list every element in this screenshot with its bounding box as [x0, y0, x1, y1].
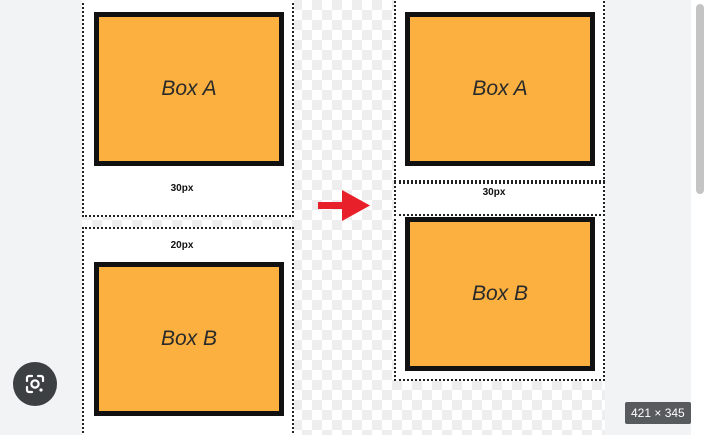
box-b-collapsed: Box B: [405, 217, 595, 371]
scrollbar-track[interactable]: [691, 0, 710, 435]
box-b-collapsed-label: Box B: [471, 282, 529, 305]
box-a: Box A: [94, 12, 284, 166]
right-arrow-icon: [318, 190, 370, 221]
box-a-margin-region: Box A 30px: [82, 0, 294, 217]
collapsed-margin-label: 30px: [482, 187, 506, 198]
image-preview: Box A 30px 20px Box B Box A 30px Box B: [82, 0, 605, 435]
image-size-badge: 421 × 345: [625, 402, 691, 424]
box-b-margin-region: 20px Box B: [82, 227, 294, 435]
box-a-collapsed-label: Box A: [472, 77, 528, 100]
box-b-label: Box B: [160, 327, 218, 350]
collapsed-margin-region: 30px: [394, 182, 605, 216]
box-a-label: Box A: [161, 77, 217, 100]
google-lens-icon: [25, 374, 45, 394]
scrollbar-thumb[interactable]: [696, 4, 704, 194]
box-b: Box B: [94, 262, 284, 416]
box-b-margin-label: 20px: [170, 240, 194, 251]
collapsed-box-a-region: Box A: [394, 0, 605, 182]
lens-search-button[interactable]: [13, 362, 57, 406]
collapsed-box-b-region: Box B: [394, 214, 605, 381]
box-a-collapsed: Box A: [405, 12, 595, 166]
box-a-margin-label: 30px: [170, 183, 194, 194]
